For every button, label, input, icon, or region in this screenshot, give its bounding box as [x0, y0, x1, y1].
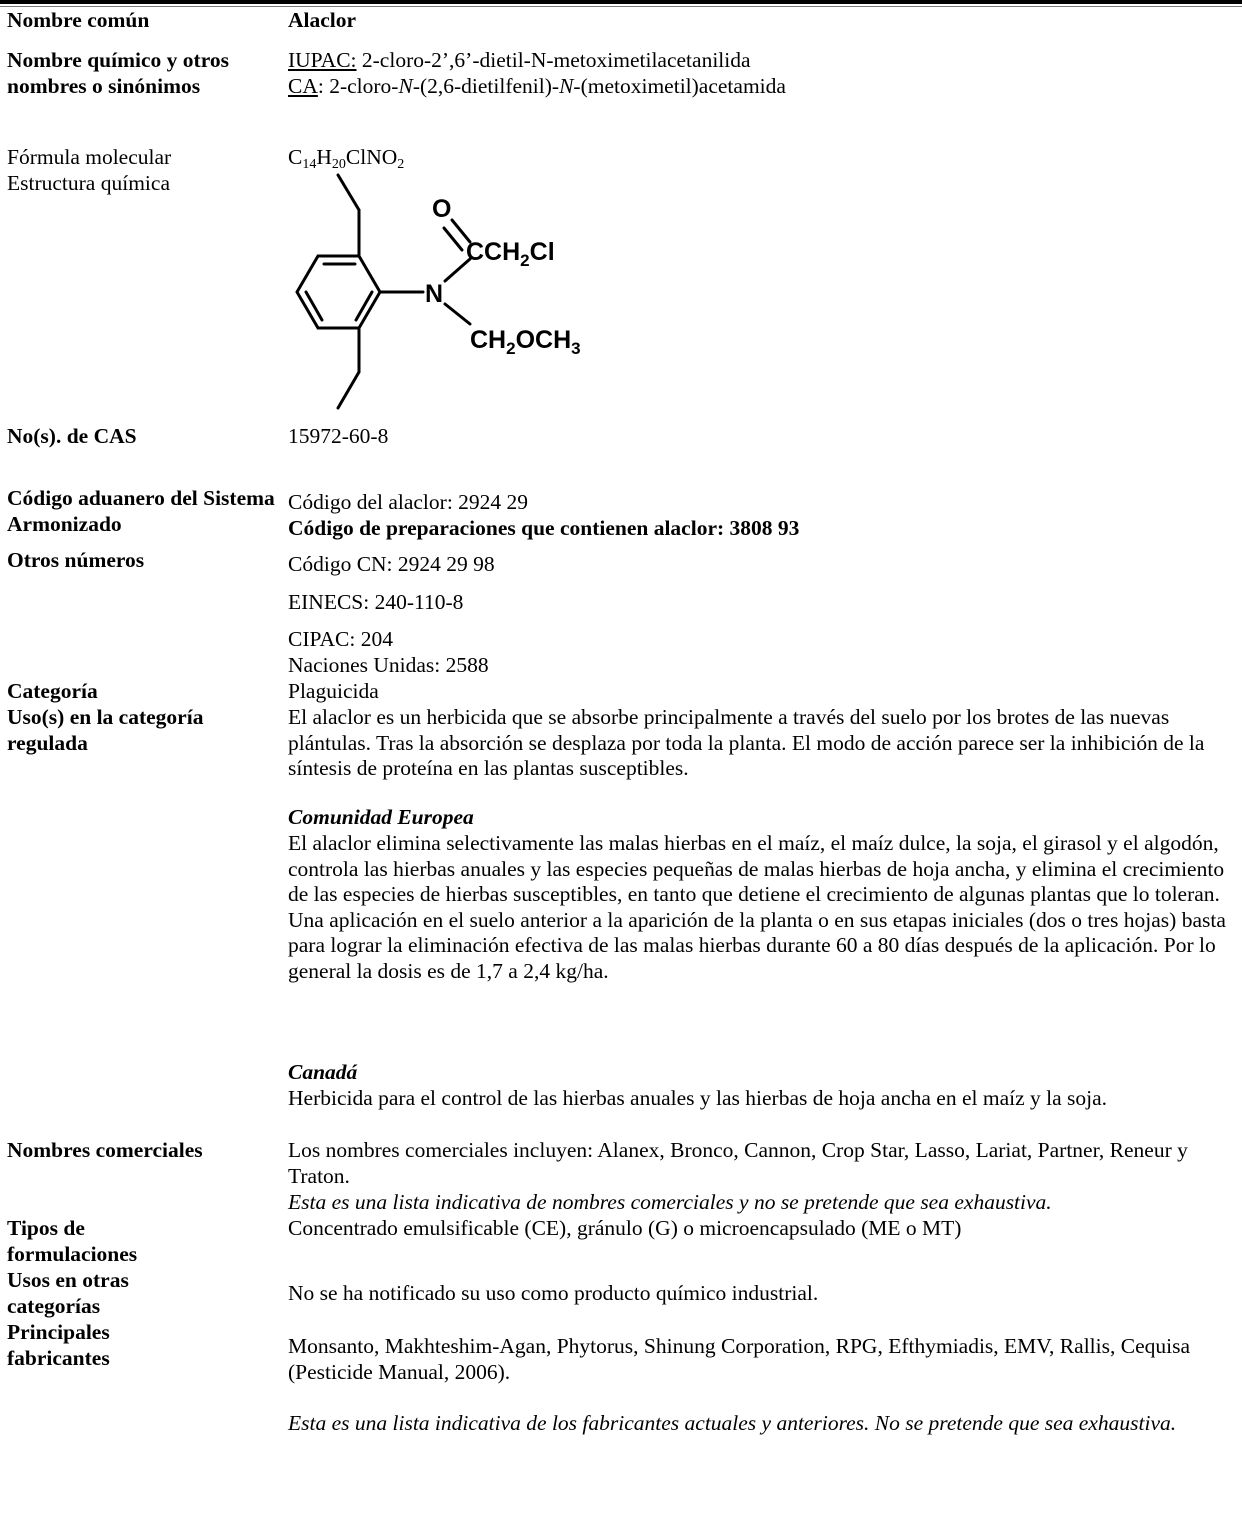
group-ch2och3: CH2OCH3: [470, 326, 581, 358]
ring-double-bond-3: [354, 290, 374, 322]
group-bottom-mid: OCH: [516, 326, 572, 354]
chemical-structure: O N CCH2Cl CH2OCH3: [295, 173, 581, 410]
carbonyl-double-bond-1: [450, 218, 472, 244]
value-cipac: CIPAC: 204: [288, 627, 393, 651]
benzene-ring: [295, 254, 382, 330]
label-structure: Estructura química: [7, 171, 170, 195]
value-cas: 15972-60-8: [288, 424, 389, 448]
label-trade-names: Nombres comerciales: [7, 1138, 203, 1162]
top-rule-thin: [0, 6, 1242, 7]
value-formulations: Concentrado emulsificable (CE), gránulo …: [288, 1216, 962, 1240]
label-category: Categoría: [7, 679, 98, 703]
label-manufacturers: Principales fabricantes: [7, 1320, 110, 1370]
formula-rest: ClNO: [345, 145, 398, 169]
label-formulations: Tipos de formulaciones: [7, 1216, 138, 1266]
label-uses: Uso(s) en la categoría regulada: [7, 705, 204, 755]
formula-o-count: 2: [397, 157, 405, 172]
ca-n-1: N: [398, 74, 413, 98]
group-top-sub: 2: [520, 251, 529, 270]
heading-canada: Canadá: [288, 1060, 358, 1084]
n-carbonyl-bond: [443, 257, 472, 283]
group-top-main: CCH: [466, 238, 520, 266]
heading-eu: Comunidad Europea: [288, 805, 474, 829]
ca-part-1: : 2-cloro-: [317, 74, 399, 98]
formula-h: H: [316, 145, 332, 169]
value-cn: Código CN: 2924 29 98: [288, 552, 495, 576]
ethyl-top-bond-2: [336, 173, 361, 212]
ethyl-bottom-bond-2: [336, 370, 361, 410]
label-common-name: Nombre común: [7, 8, 150, 32]
value-canada-text: Herbicida para el control de las hierbas…: [288, 1086, 1108, 1110]
ca-part-2: -(2,6-dietilfenil)-: [412, 74, 560, 98]
label-cas: No(s). de CAS: [7, 424, 137, 448]
top-rule: [0, 0, 1242, 4]
ca-n-2: N: [559, 74, 574, 98]
value-iupac: IUPAC: 2-cloro-2’,6’-dietil-N-metoximeti…: [288, 48, 1238, 74]
label-hs-code: Código aduanero del Sistema Armonizado: [7, 486, 275, 536]
group-bottom-sub2: 3: [571, 339, 580, 358]
label-other-uses: Usos en otras categorías: [7, 1268, 129, 1318]
value-einecs: EINECS: 240-110-8: [288, 590, 464, 614]
ca-prefix: CA: [288, 74, 318, 98]
value-un: Naciones Unidas: 2588: [288, 653, 489, 677]
label-chemical-name: Nombre químico y otros nombres o sinónim…: [7, 48, 229, 98]
value-other-uses: No se ha notificado su uso como producto…: [288, 1281, 819, 1305]
value-trade-names: Los nombres comerciales incluyen: Alanex…: [288, 1138, 1188, 1188]
value-category: Plaguicida: [288, 679, 379, 703]
formula-c: C: [288, 145, 303, 169]
atom-o: O: [432, 195, 451, 223]
iupac-name: 2-cloro-2’,6’-dietil-N-metoximetilacetan…: [356, 48, 751, 72]
note-manufacturers: Esta es una lista indicativa de los fabr…: [288, 1411, 1177, 1435]
value-common-name: Alaclor: [288, 8, 357, 32]
value-uses-intro: El alaclor es un herbicida que se absorb…: [288, 705, 1205, 780]
formula-h-count: 20: [331, 157, 346, 172]
ring-double-bond-2: [304, 290, 324, 322]
group-top-end: Cl: [530, 238, 555, 266]
group-bottom-main: CH: [470, 326, 506, 354]
note-trade-names: Esta es una lista indicativa de nombres …: [288, 1190, 1052, 1214]
iupac-prefix: IUPAC:: [288, 48, 357, 72]
value-hs-code-1: Código del alaclor: 2924 29: [288, 490, 529, 514]
value-formula: C14H20ClNO2: [288, 145, 1238, 172]
n-ch2-bond: [443, 302, 472, 326]
value-hs-code-2: Código de preparaciones que contienen al…: [288, 516, 800, 540]
ca-part-3: -(metoximetil)acetamida: [573, 74, 786, 98]
label-other-numbers: Otros números: [7, 548, 145, 572]
value-ca: CA: 2-cloro-N-(2,6-dietilfenil)-N-(metox…: [288, 74, 1238, 100]
value-manufacturers: Monsanto, Makhteshim-Agan, Phytorus, Shi…: [288, 1334, 1190, 1384]
value-eu-text: El alaclor elimina selectivamente las ma…: [288, 831, 1226, 983]
formula-c-count: 14: [302, 157, 317, 172]
group-bottom-sub: 2: [506, 339, 515, 358]
atom-n: N: [425, 280, 443, 308]
carbonyl-double-bond-2: [442, 226, 464, 252]
label-formula: Fórmula molecular: [7, 145, 172, 169]
group-cch2cl: CCH2Cl: [466, 238, 555, 270]
